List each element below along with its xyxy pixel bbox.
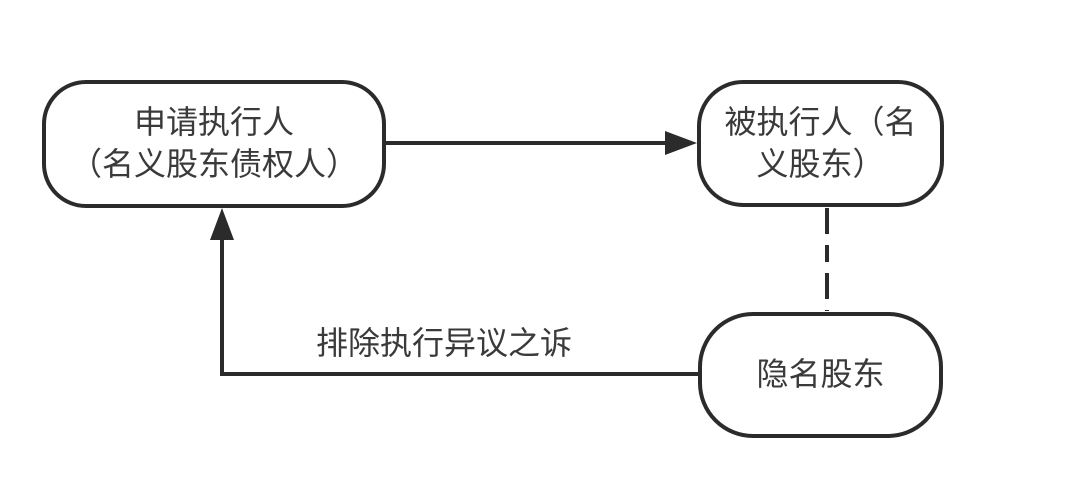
node-applicant-label: 申请执行人 （名义股东债权人） — [69, 104, 358, 182]
edge-hidden-to-applicant-arrowhead — [210, 208, 234, 240]
node-hidden-shareholder-label: 隐名股东 — [756, 356, 885, 393]
edge-applicant-to-executee-arrowhead — [665, 131, 697, 155]
node-executee: 被执行人（名 义股东） — [697, 80, 944, 207]
edge-label-lawsuit: 排除执行异议之诉 — [315, 325, 572, 361]
node-applicant: 申请执行人 （名义股东债权人） — [42, 80, 386, 208]
edge-hidden-to-applicant-line — [220, 239, 698, 376]
node-hidden-shareholder: 隐名股东 — [698, 312, 943, 438]
node-executee-label: 被执行人（名 义股东） — [724, 103, 917, 182]
